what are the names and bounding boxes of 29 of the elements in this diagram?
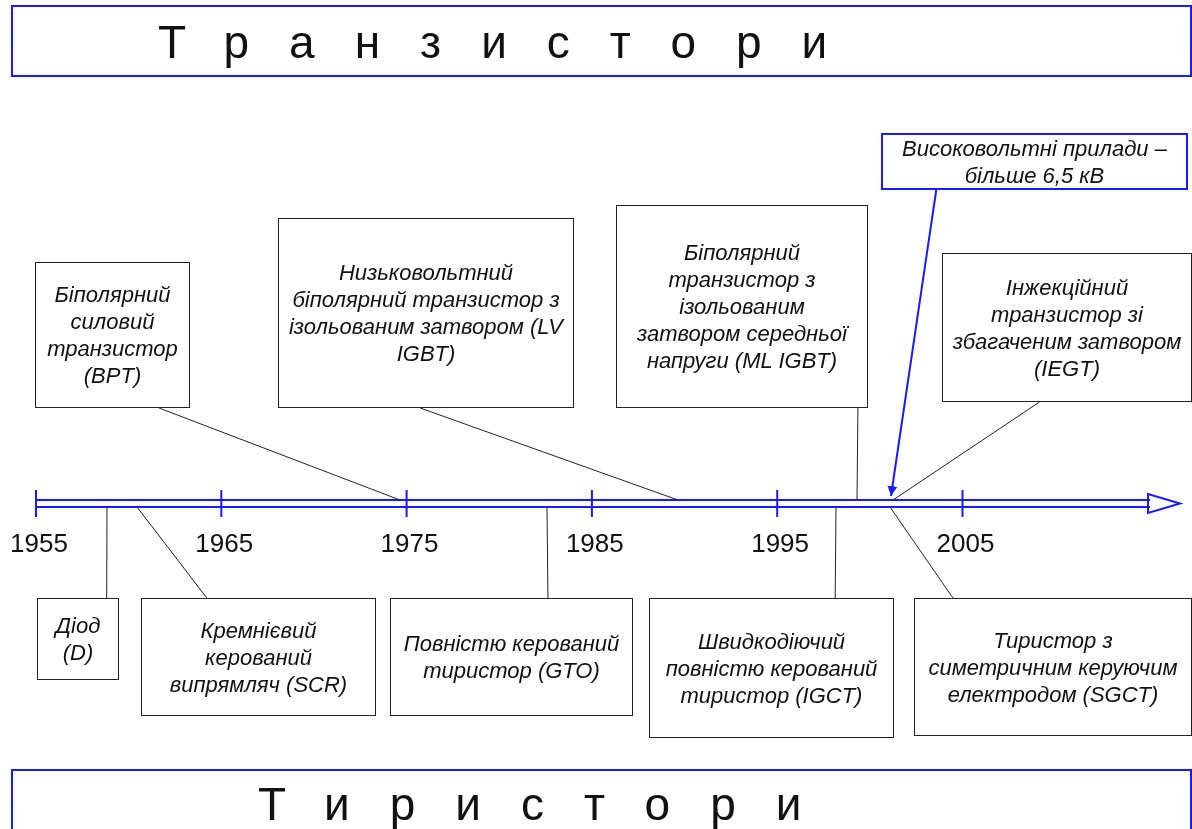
text-box: Низьковольтний біполярний транзистор з ізольованим затвором (LV IGBT) xyxy=(278,218,574,408)
text-box: Високовольтні прилади – більше 6,5 кВ xyxy=(881,133,1188,190)
text-box: Діод (D) xyxy=(37,598,119,680)
leader-line xyxy=(892,401,1040,501)
leader-line xyxy=(158,407,401,501)
text-box: Інжекційний транзистор зі збагаченим затвором (IEGT) xyxy=(942,253,1192,402)
year-label: 1975 xyxy=(380,528,439,558)
text-box: Кремнієвий керований випрямляч (SCR) xyxy=(141,598,376,716)
title-banner xyxy=(11,5,1192,77)
text-box: Тиристор з симетричним керуючим електродом (SGCT) xyxy=(914,598,1192,736)
text-box: Повністю керований тиристор (GTO) xyxy=(390,598,633,716)
text-box: Біполярний силовий транзистор (BPT) xyxy=(35,262,190,408)
text-box: Біполярний транзистор з ізольованим затвором середньої напруги (ML IGBT) xyxy=(616,205,868,408)
leader-line xyxy=(106,506,108,599)
leader-line xyxy=(419,407,679,501)
leader-line xyxy=(834,506,837,599)
arrow xyxy=(887,189,938,497)
year-label: 1995 xyxy=(751,528,810,558)
leader-line xyxy=(546,506,549,599)
title-banner xyxy=(11,769,1192,829)
leader-line xyxy=(856,407,859,501)
banner-title: Транзистори xyxy=(158,17,868,67)
year-label: 1965 xyxy=(195,528,254,558)
year-label: 1955 xyxy=(10,528,68,558)
text-box: Швидкодіючий повністю керований тиристор (IGCT) xyxy=(649,598,894,738)
year-label: 1985 xyxy=(565,528,624,558)
year-label: 2005 xyxy=(936,528,995,558)
leader-line xyxy=(889,506,954,599)
leader-line xyxy=(136,506,208,599)
